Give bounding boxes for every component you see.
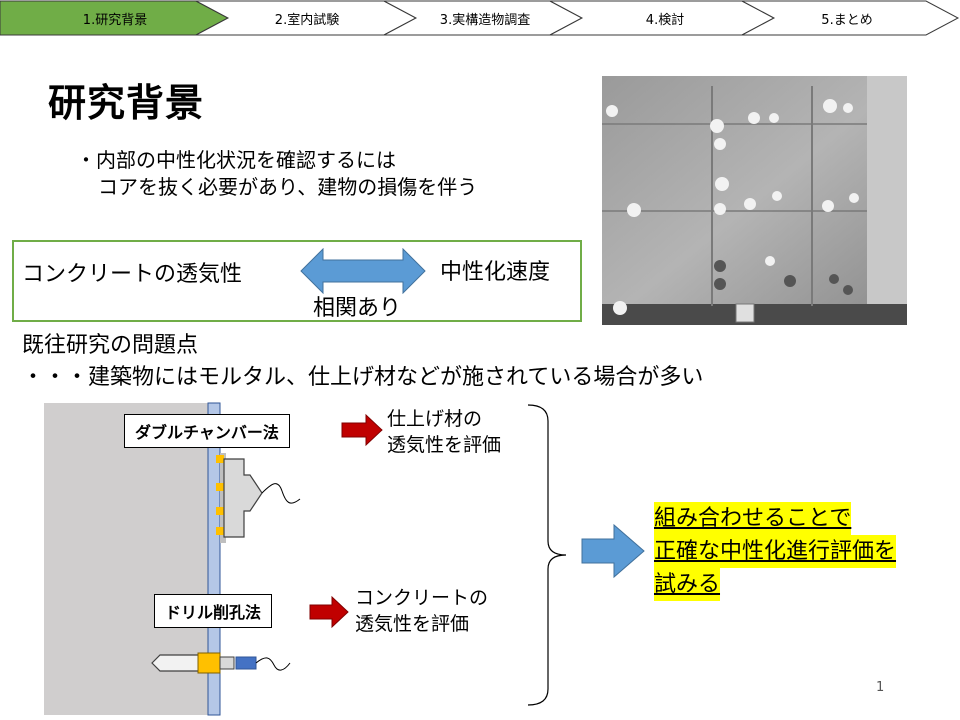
nav-step-5-shape (741, 0, 960, 36)
brace-bracket (527, 404, 567, 706)
method-desc-line: 透気性を評価 (355, 613, 470, 635)
problem-text: ・・・建築物にはモルタル、仕上げ材などが施されている場合が多い (22, 365, 704, 390)
nav-step-4[interactable]: 4.検討 (645, 13, 685, 28)
conclusion-text: 組み合わせることで 正確な中性化進行評価を 試みる (654, 502, 897, 601)
problem-title: 既往研究の問題点 (22, 333, 199, 358)
bullet-text: ・内部の中性化状況を確認するには コアを抜く必要があり、建物の損傷を伴う (76, 147, 477, 201)
method-desc-line: 透気性を評価 (387, 434, 502, 456)
measurement-diagram (44, 402, 645, 716)
conclusion-line-3: 試みる (654, 568, 721, 601)
slide-title: 研究背景 (48, 81, 205, 125)
bullet-line-1: ・内部の中性化状況を確認するには (76, 148, 396, 172)
nav-step-5[interactable]: 5.まとめ (821, 13, 873, 28)
relation-right-text: 中性化速度 (440, 260, 551, 285)
nav-step-2[interactable]: 2.室内試験 (274, 13, 340, 28)
method-desc-line: コンクリートの (355, 587, 489, 609)
red-arrow-1-icon (341, 413, 383, 447)
concrete-wall-photo (602, 76, 907, 325)
method-label-double-chamber: ダブルチャンバー法 (124, 414, 290, 448)
relation-arrow-label: 相関あり (313, 296, 402, 321)
bullet-line-2: コアを抜く必要があり、建物の損傷を伴う (98, 175, 478, 199)
problem-section: 既往研究の問題点 ・・・建築物にはモルタル、仕上げ材などが施されている場合が多い (22, 330, 703, 394)
progress-breadcrumb: 1.研究背景 2.室内試験 3.実構造物調査 4.検討 5.まとめ (0, 0, 960, 36)
nav-step-3[interactable]: 3.実構造物調査 (439, 13, 531, 28)
blue-arrow-icon (581, 523, 645, 579)
drill-device (151, 652, 291, 674)
double-chamber-device (216, 453, 301, 543)
method-desc-double-chamber: 仕上げ材の 透気性を評価 (387, 406, 501, 458)
method-label-drill: ドリル削孔法 (154, 594, 273, 628)
nav-step-1[interactable]: 1.研究背景 (82, 13, 148, 28)
finish-layer (207, 402, 221, 716)
double-arrow-icon (300, 248, 426, 294)
relation-box (12, 240, 582, 322)
page-number: 1 (876, 680, 885, 695)
method-desc-drill: コンクリートの 透気性を評価 (355, 585, 488, 637)
conclusion-line-2: 正確な中性化進行評価を (654, 535, 897, 568)
method-desc-line: 仕上げ材の (387, 408, 483, 430)
breadcrumb-shapes (0, 0, 960, 36)
red-arrow-2-icon (309, 595, 349, 629)
relation-left-text: コンクリートの透気性 (22, 262, 243, 287)
conclusion-line-1: 組み合わせることで (654, 502, 852, 535)
